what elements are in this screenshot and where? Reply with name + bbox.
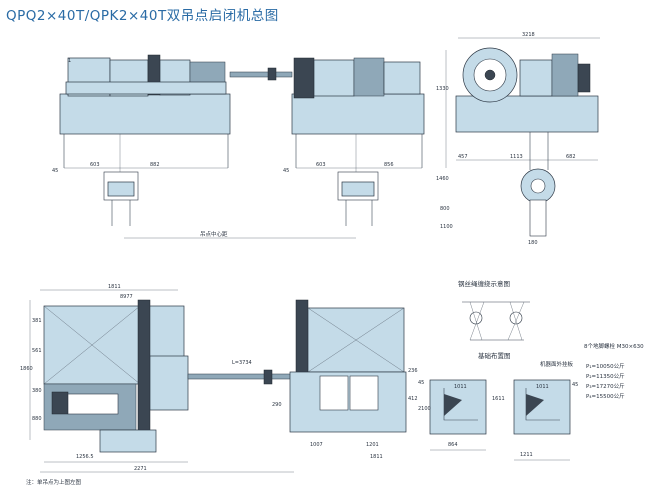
- dim-290: 290: [272, 402, 282, 408]
- rope-diagram: 钢丝绳缠绕示意图: [458, 279, 530, 341]
- side-elevation: 3218 1330 1460 457 1113 682 800 1100 180: [436, 32, 600, 246]
- foundation-layout: 基础布置图 机器面外挂板 8个地脚螺栓 M30×630 P₁=10050公斤 P…: [418, 342, 644, 461]
- plan-reducer: [149, 355, 189, 411]
- side-frame: [455, 95, 599, 133]
- drawing-title: QPQ2×40T/QPK2×40T双吊点启闭机总图: [6, 8, 279, 24]
- dim-1811-right: 1811: [370, 454, 383, 460]
- bolt-note: 8个地脚螺栓 M30×630: [584, 342, 644, 350]
- front-elevation: 603 882 603 856 45 45 吊点中心距 1: [52, 54, 425, 239]
- left-frame: [59, 93, 231, 135]
- load-p4: P₄=15500公斤: [586, 392, 625, 400]
- right-housing: [383, 61, 421, 95]
- shaft-length-label: L=3734: [232, 360, 252, 366]
- dim-1811: 1811: [108, 284, 121, 290]
- dim-880: 880: [32, 416, 42, 422]
- dim-45-left: 45: [52, 168, 58, 174]
- dim-457: 457: [458, 154, 468, 160]
- dim-236: 236: [408, 368, 418, 374]
- shaft-coupling: [267, 67, 277, 81]
- dim-f-864: 864: [448, 442, 458, 448]
- dim-412: 412: [408, 396, 418, 402]
- dim-1100: 1100: [440, 224, 453, 230]
- foundation-right-pad: [513, 379, 571, 435]
- plan-shaft: [187, 373, 295, 380]
- dim-f-1011-a: 1011: [454, 384, 467, 390]
- dim-603-left: 603: [90, 162, 100, 168]
- right-reducer: [353, 57, 385, 97]
- left-base: [65, 81, 227, 95]
- plan-footnote: 注：单吊点为上图左图: [26, 478, 82, 486]
- dim-180: 180: [528, 240, 538, 246]
- part-number: 1: [68, 58, 71, 64]
- dim-f-45-b: 45: [418, 380, 424, 386]
- side-motor: [551, 53, 579, 97]
- hook-center-label: 吊点中心距: [200, 230, 228, 238]
- dim-856: 856: [384, 162, 394, 168]
- dim-f-45-a: 45: [572, 382, 578, 388]
- dim-45-right: 45: [283, 168, 289, 174]
- foundation-title: 基础布置图: [478, 351, 511, 360]
- dim-f-1011-b: 1011: [536, 384, 549, 390]
- right-drum: [313, 59, 355, 97]
- load-p2: P₂=11350公斤: [586, 372, 625, 380]
- dim-381: 381: [32, 318, 42, 324]
- load-p1: P₁=10050公斤: [586, 362, 625, 370]
- dim-8977: 8977: [120, 294, 133, 300]
- right-frame: [291, 93, 425, 135]
- dim-1007: 1007: [310, 442, 323, 448]
- dim-800: 800: [440, 206, 450, 212]
- rope-diagram-title: 钢丝绳缠绕示意图: [458, 279, 510, 288]
- dim-1113: 1113: [510, 154, 523, 160]
- plan-view: 1811 8977 1860 381 561 380 880 L=3734 29…: [20, 284, 418, 486]
- side-reducer: [519, 59, 553, 97]
- dim-882: 882: [150, 162, 160, 168]
- foundation-side-note: 机器面外挂板: [540, 360, 574, 368]
- dim-1460: 1460: [436, 176, 449, 182]
- dim-1860: 1860: [20, 366, 33, 372]
- dim-603-right: 603: [316, 162, 326, 168]
- dim-f-2100: 2100: [418, 406, 431, 412]
- dim-682: 682: [566, 154, 576, 160]
- dim-1201: 1201: [366, 442, 379, 448]
- dim-1256-5: 1256.5: [76, 454, 94, 460]
- dim-3218: 3218: [522, 32, 535, 38]
- foundation-left-pad: [429, 379, 487, 435]
- dim-561: 561: [32, 348, 42, 354]
- dim-2271: 2271: [134, 466, 147, 472]
- plan-gear: [137, 299, 151, 451]
- connecting-shaft: [229, 71, 293, 78]
- right-gear: [293, 57, 315, 99]
- dim-f-1611: 1611: [492, 396, 505, 402]
- load-p3: P₃=17270公斤: [586, 382, 625, 390]
- dim-1330: 1330: [436, 86, 449, 92]
- dim-380: 380: [32, 388, 42, 394]
- dim-f-1211: 1211: [520, 452, 533, 458]
